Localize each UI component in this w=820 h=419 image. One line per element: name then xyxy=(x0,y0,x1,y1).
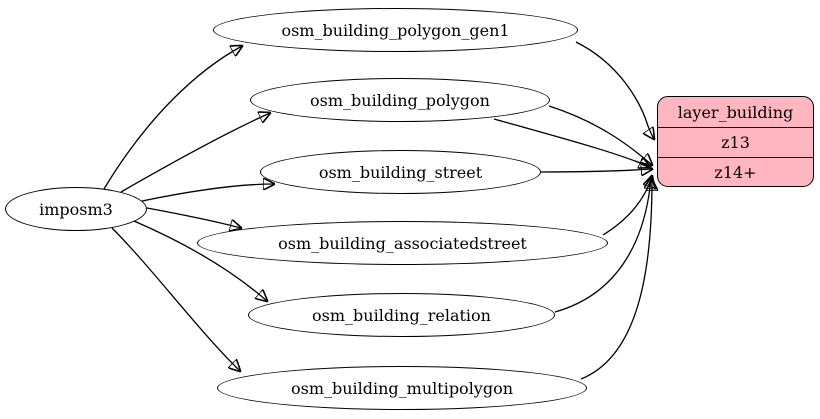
node-layer-building: layer_building z13 z14+ xyxy=(657,96,814,187)
node-osm-building-polygon-gen1: osm_building_polygon_gen1 xyxy=(213,8,578,52)
node-osm-building-street-label: osm_building_street xyxy=(318,162,483,182)
edge-imposm3-to-osm-building-associatedstreet xyxy=(146,207,241,228)
edge-osm-building-associatedstreet-to-z14 xyxy=(602,176,652,236)
node-osm-building-street: osm_building_street xyxy=(260,150,541,194)
node-osm-building-associatedstreet: osm_building_associatedstreet xyxy=(197,221,608,265)
node-osm-building-relation: osm_building_relation xyxy=(248,293,555,337)
edge-imposm3-to-osm-building-street xyxy=(141,184,274,202)
edge-imposm3-to-osm-building-polygon-gen1 xyxy=(103,46,242,190)
node-osm-building-polygon-label: osm_building_polygon xyxy=(310,90,490,110)
layer-building-title: layer_building xyxy=(677,102,794,122)
node-imposm3-label: imposm3 xyxy=(39,199,113,219)
layer-building-port-z14plus: z14+ xyxy=(658,157,813,186)
edge-imposm3-to-osm-building-polygon xyxy=(120,113,270,193)
node-osm-building-multipolygon: osm_building_multipolygon xyxy=(217,366,587,410)
layer-building-port-z13: z13 xyxy=(658,127,813,157)
node-osm-building-associatedstreet-label: osm_building_associatedstreet xyxy=(278,233,527,253)
node-osm-building-polygon-gen1-label: osm_building_polygon_gen1 xyxy=(281,20,510,40)
edge-osm-building-multipolygon-to-z14 xyxy=(580,180,652,380)
node-osm-building-polygon: osm_building_polygon xyxy=(250,78,550,122)
node-osm-building-multipolygon-label: osm_building_multipolygon xyxy=(290,378,514,398)
edge-imposm3-to-osm-building-relation xyxy=(133,220,267,301)
edge-osm-building-relation-to-z14 xyxy=(554,178,651,313)
edge-osm-building-polygon-to-z14-alt xyxy=(493,118,650,167)
node-osm-building-relation-label: osm_building_relation xyxy=(312,305,491,325)
edge-osm-building-street-to-z14 xyxy=(540,169,652,172)
edge-osm-building-polygon-to-z14 xyxy=(548,105,652,165)
node-imposm3: imposm3 xyxy=(5,187,147,231)
edge-osm-building-polygon-gen1-to-z13 xyxy=(575,41,654,139)
edge-imposm3-to-osm-building-multipolygon xyxy=(111,227,240,371)
